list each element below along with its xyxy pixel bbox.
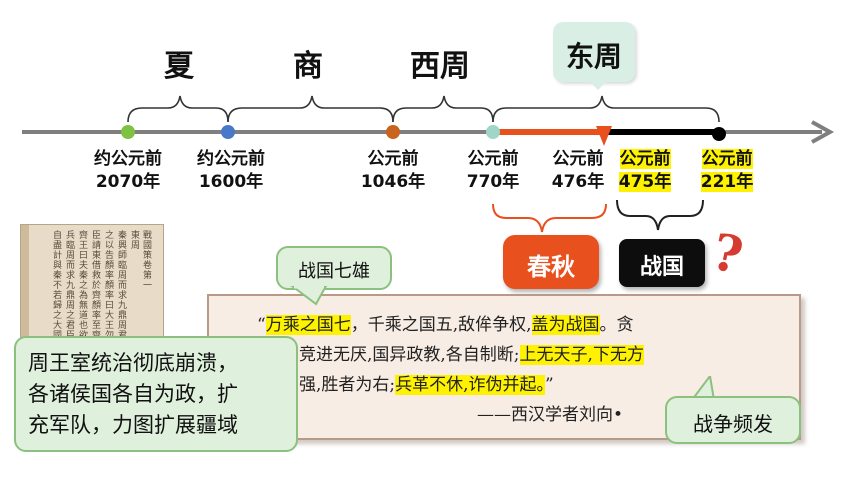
dynasty-eastern-zhou: 东周 — [565, 40, 622, 73]
warring-states-label: 战国 — [639, 255, 684, 280]
point-476bc — [596, 126, 612, 146]
seven-powers-callout: 战国七雄 — [276, 246, 392, 290]
point-1046bc — [386, 125, 400, 139]
point-1600bc — [221, 125, 235, 139]
quote-line-1: “万乘之国七，千乘之国五,敌侔争权,盖为战国。贪 — [257, 315, 634, 335]
dynasty-xia: 夏 — [164, 49, 194, 84]
seven-powers-pointer — [290, 286, 328, 306]
dynasty-western-zhou: 西周 — [410, 49, 470, 84]
warring-states-brace — [616, 199, 704, 231]
point-770bc — [486, 125, 500, 139]
period-braces — [127, 95, 720, 123]
warring-states-badge: 战国 — [619, 239, 705, 287]
spring-autumn-label: 春秋 — [527, 252, 575, 281]
dynasty-shang: 商 — [293, 49, 323, 84]
spring-autumn-brace — [492, 203, 607, 233]
frequent-wars-pointer — [690, 376, 716, 400]
spring-autumn-badge: 春秋 — [503, 235, 599, 289]
axis-arrow — [811, 120, 835, 144]
quote-source: ——西汉学者刘向• — [477, 405, 624, 425]
point-2070bc — [121, 125, 135, 139]
quote-line-2: 竞进无厌,国异政教,各自制断;上无天子,下无方 — [299, 345, 644, 365]
frequent-wars-callout: 战争频发 — [665, 396, 801, 444]
royal-collapse-callout: 周王室统治彻底崩溃， 各诸侯国各自为政，扩 充军队，力图扩展疆域 — [14, 336, 298, 452]
quote-line-3: 强,胜者为右;兵革不休,诈伪并起。” — [299, 375, 554, 395]
point-221bc — [712, 127, 726, 141]
timeline — [22, 95, 835, 233]
eastern-zhou-badge: 东周 — [553, 22, 635, 82]
badge-pointer — [588, 80, 608, 90]
